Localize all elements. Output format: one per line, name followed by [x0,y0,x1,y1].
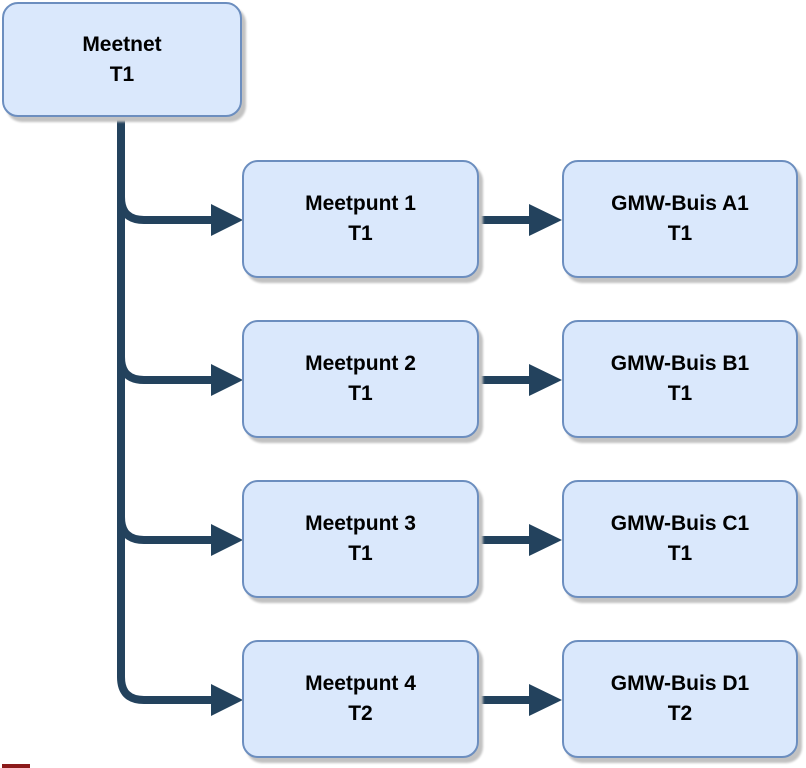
node-title: Meetpunt 3 [305,512,416,535]
node-subtitle: T2 [667,702,693,725]
node-subtitle: T1 [667,222,693,245]
arrowhead-to-gmw-b1 [529,364,562,396]
connector-trunk [117,116,211,704]
arrowhead-to-gmw-a1 [529,204,562,236]
node-meetpunt-2[interactable]: Meetpunt 2 T1 [242,320,479,438]
node-subtitle: T1 [109,62,135,86]
red-page-border-fragment [2,764,30,768]
node-title: GMW-Buis A1 [611,192,749,215]
node-subtitle: T1 [348,382,373,405]
node-meetnet[interactable]: Meetnet T1 [2,2,242,117]
node-title: Meetpunt 1 [305,192,416,215]
node-title: GMW-Buis C1 [610,512,750,535]
arrowhead-trunk-to-meetpunt-4 [211,684,243,716]
arrowhead-to-gmw-d1 [529,684,562,716]
node-title: Meetpunt 2 [305,352,416,375]
node-subtitle: T1 [667,542,693,565]
node-subtitle: T1 [667,382,693,405]
node-meetpunt-1[interactable]: Meetpunt 1 T1 [242,160,479,278]
node-gmw-buis-c1[interactable]: GMW-Buis C1 T1 [562,480,798,598]
arrowhead-to-gmw-c1 [529,524,562,556]
node-meetpunt-4[interactable]: Meetpunt 4 T2 [242,640,479,758]
arrowhead-to-meetpunt-2 [211,364,243,396]
node-meetpunt-3[interactable]: Meetpunt 3 T1 [242,480,479,598]
node-subtitle: T1 [348,222,373,245]
node-title: Meetnet [82,32,162,56]
node-title: GMW-Buis D1 [610,672,750,695]
node-title: GMW-Buis B1 [610,352,750,375]
node-gmw-buis-a1[interactable]: GMW-Buis A1 T1 [562,160,798,278]
node-subtitle: T1 [348,542,373,565]
arrowhead-to-meetpunt-1 [211,204,243,236]
connector-trunk-to-meetpunt-2 [117,356,211,384]
arrowhead-to-meetpunt-3 [211,524,243,556]
connector-trunk-to-meetpunt-1 [117,196,211,224]
node-gmw-buis-b1[interactable]: GMW-Buis B1 T1 [562,320,798,438]
node-title: Meetpunt 4 [305,672,416,695]
node-subtitle: T2 [348,702,373,725]
connector-trunk-to-meetpunt-3 [117,516,211,544]
node-gmw-buis-d1[interactable]: GMW-Buis D1 T2 [562,640,798,758]
